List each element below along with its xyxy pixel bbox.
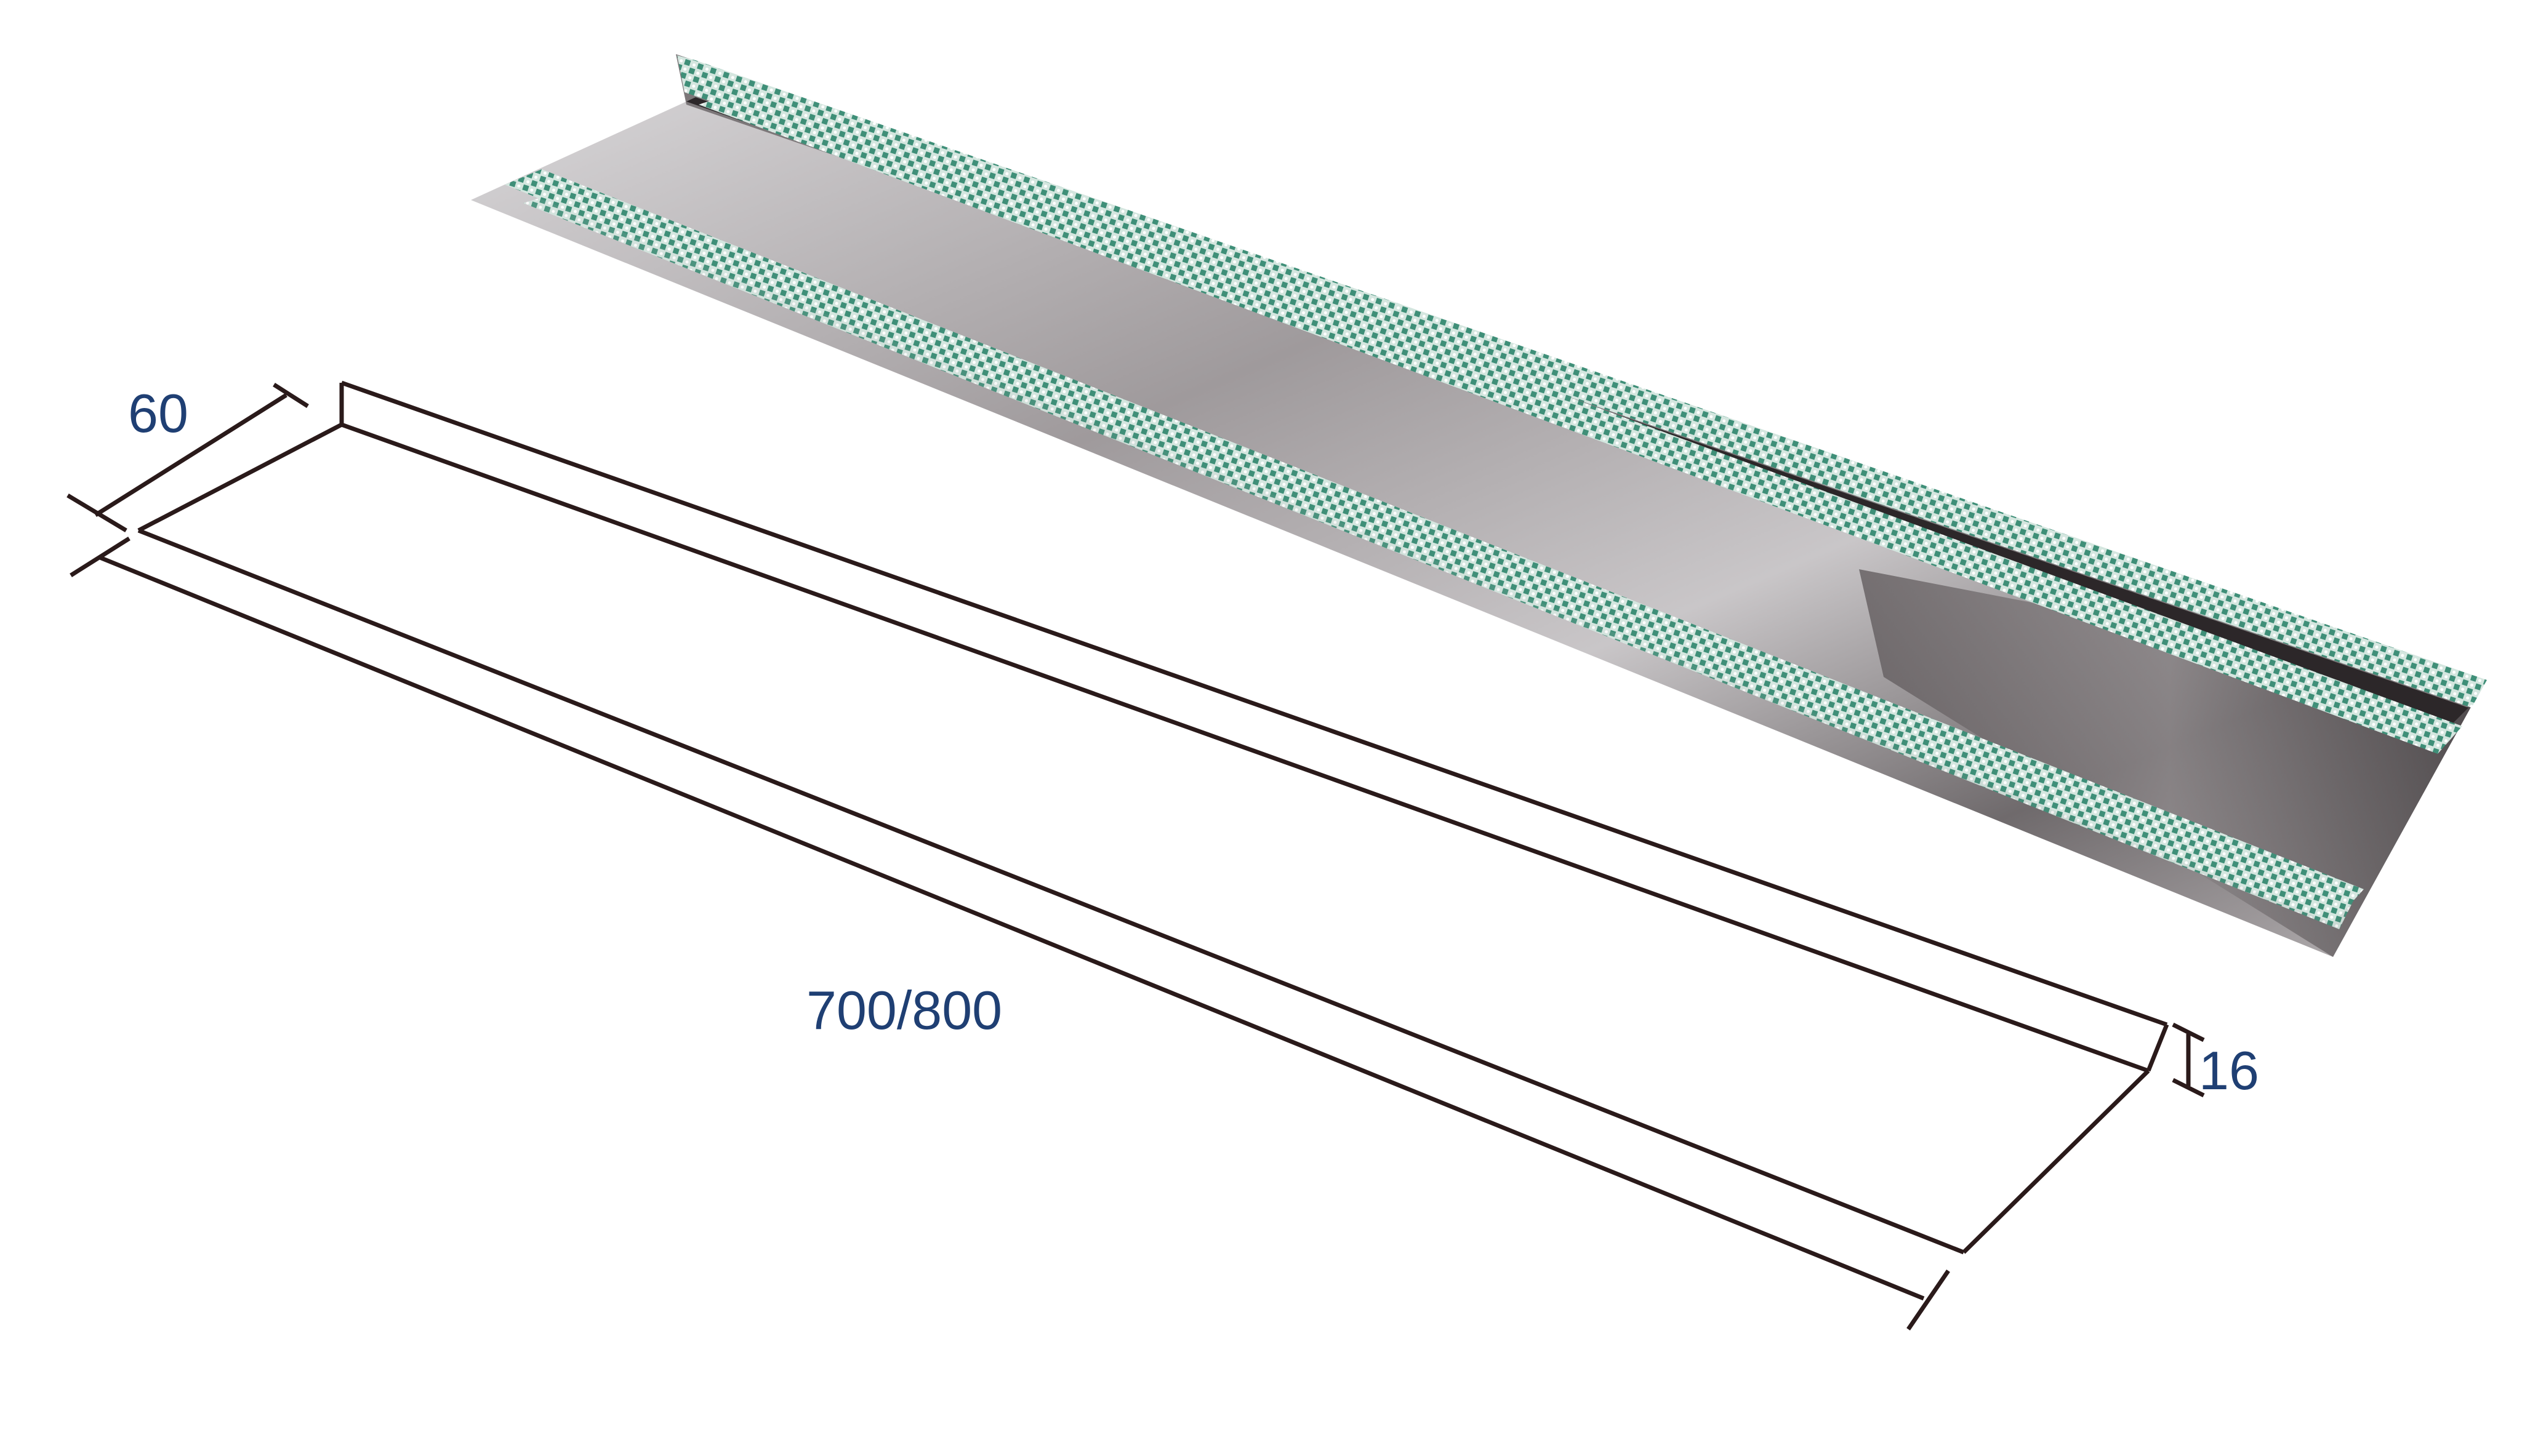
dim-16-tick-top xyxy=(2172,1022,2205,1042)
dim-length-line xyxy=(97,554,1925,1301)
line-drawing xyxy=(66,380,2205,1330)
dim-60-label: 60 xyxy=(128,383,188,444)
upstand-right xyxy=(2146,1023,2169,1072)
tape-strip-upper xyxy=(699,91,2462,754)
plate-right-edge xyxy=(1962,1069,2150,1254)
product-photo xyxy=(471,54,2487,957)
tape-strip-upstand xyxy=(677,55,2487,708)
dim-length-tick-right xyxy=(1906,1270,1950,1330)
dim-60-tick-top xyxy=(273,383,309,408)
dim-length-tick-left xyxy=(70,537,131,577)
dim-60-line xyxy=(94,393,287,517)
tape-strip-front xyxy=(523,188,2358,929)
dim-16-tick-bottom xyxy=(2172,1078,2205,1098)
plate-back-edge xyxy=(137,422,343,533)
dim-length-label: 700/800 xyxy=(806,980,1002,1041)
dim-16-label: 16 xyxy=(2199,1040,2259,1101)
plate-front-edge xyxy=(137,528,1965,1255)
upstand-top xyxy=(340,380,2168,1027)
dim-60-tick-bottom xyxy=(66,493,127,533)
